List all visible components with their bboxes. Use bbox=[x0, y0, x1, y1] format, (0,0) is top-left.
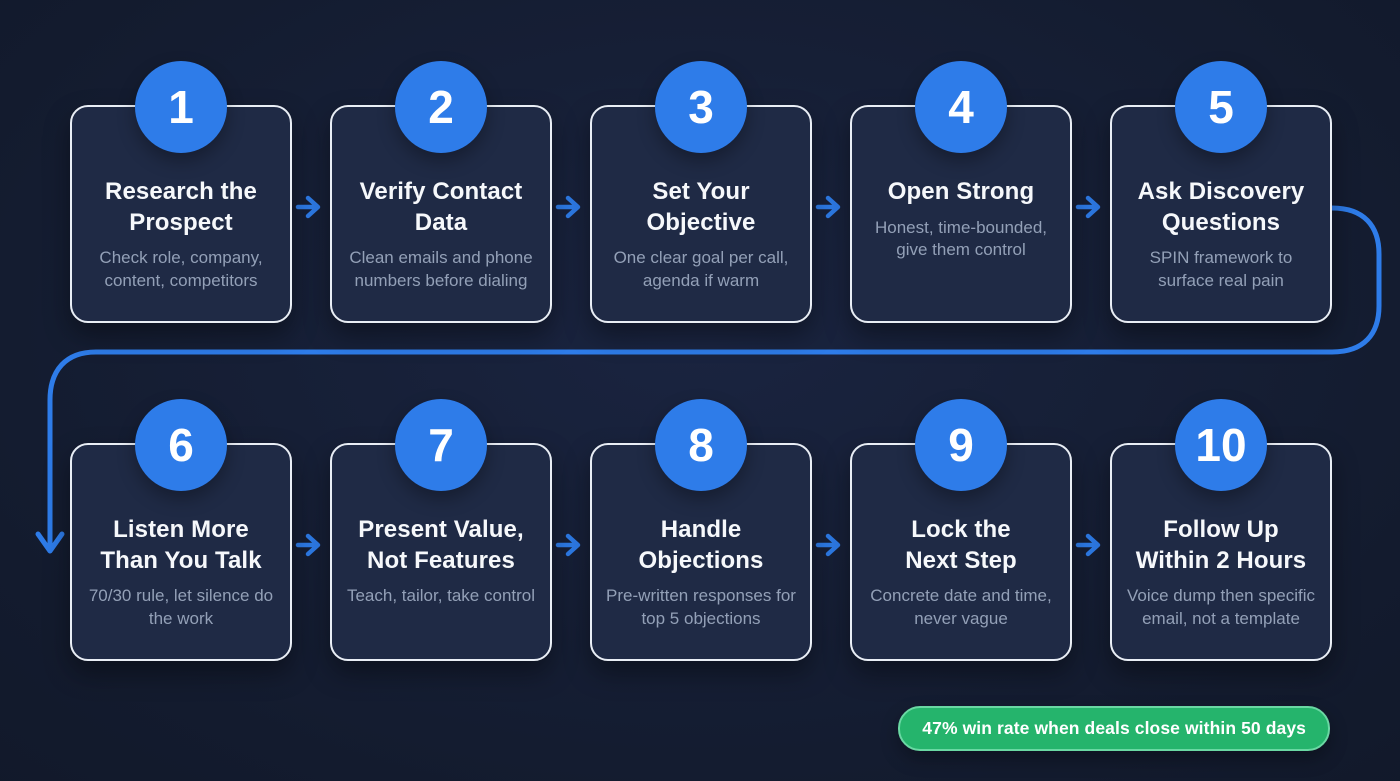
step-description: Pre-written responses for top 5 objectio… bbox=[606, 586, 796, 628]
next-arrow-icon bbox=[552, 532, 590, 558]
next-arrow-icon bbox=[1072, 194, 1110, 220]
step-description: Clean emails and phone numbers before di… bbox=[349, 248, 533, 290]
step-title: Lock the Next Step bbox=[905, 516, 1017, 574]
step-card-2: 2 Verify Contact Data Clean emails and p… bbox=[330, 61, 552, 323]
step-number-badge: 9 bbox=[915, 399, 1007, 491]
step-number: 1 bbox=[168, 81, 194, 133]
step-number-badge: 7 bbox=[395, 399, 487, 491]
step-number: 6 bbox=[168, 419, 194, 471]
step-number-badge: 4 bbox=[915, 61, 1007, 153]
step-card-10: 10 Follow Up Within 2 Hours Voice dump t… bbox=[1110, 399, 1332, 661]
process-row-1: 1 Research the Prospect Check role, comp… bbox=[70, 61, 1332, 323]
win-rate-badge: 47% win rate when deals close within 50 … bbox=[898, 706, 1330, 751]
step-description: One clear goal per call, agenda if warm bbox=[613, 248, 789, 290]
step-description: SPIN framework to surface real pain bbox=[1149, 248, 1293, 290]
next-arrow-icon bbox=[812, 532, 850, 558]
step-description: Teach, tailor, take control bbox=[346, 586, 536, 606]
step-title: Ask Discovery Questions bbox=[1137, 178, 1305, 236]
step-title: Verify Contact Data bbox=[359, 178, 523, 236]
step-title: Set Your Objective bbox=[646, 178, 756, 236]
step-number-badge: 2 bbox=[395, 61, 487, 153]
step-number: 5 bbox=[1208, 81, 1234, 133]
step-card-6: 6 Listen More Than You Talk 70/30 rule, … bbox=[70, 399, 292, 661]
step-number-badge: 8 bbox=[655, 399, 747, 491]
process-row-2: 6 Listen More Than You Talk 70/30 rule, … bbox=[70, 399, 1332, 661]
step-number: 2 bbox=[428, 81, 454, 133]
next-arrow-icon bbox=[812, 194, 850, 220]
step-number-badge: 6 bbox=[135, 399, 227, 491]
step-description: Honest, time-bounded, give them control bbox=[875, 217, 1047, 260]
step-card-3: 3 Set Your Objective One clear goal per … bbox=[590, 61, 812, 323]
step-card-5: 5 Ask Discovery Questions SPIN framework… bbox=[1110, 61, 1332, 323]
step-card-9: 9 Lock the Next Step Concrete date and t… bbox=[850, 399, 1072, 661]
step-title: Open Strong bbox=[887, 178, 1035, 205]
next-arrow-icon bbox=[292, 532, 330, 558]
step-number-badge: 3 bbox=[655, 61, 747, 153]
next-arrow-icon bbox=[292, 194, 330, 220]
step-number: 10 bbox=[1195, 419, 1247, 471]
step-card-8: 8 Handle Objections Pre-written response… bbox=[590, 399, 812, 661]
step-description: Check role, company, content, competitor… bbox=[99, 248, 263, 290]
step-title: Listen More Than You Talk bbox=[100, 516, 262, 574]
next-arrow-icon bbox=[1072, 532, 1110, 558]
step-number-badge: 10 bbox=[1175, 399, 1267, 491]
step-card-7: 7 Present Value, Not Features Teach, tai… bbox=[330, 399, 552, 661]
step-number: 3 bbox=[688, 81, 714, 133]
step-description: Voice dump then specific email, not a te… bbox=[1126, 586, 1316, 628]
step-card-4: 4 Open Strong Honest, time-bounded, give… bbox=[850, 61, 1072, 323]
step-title: Research the Prospect bbox=[105, 178, 257, 236]
step-number-badge: 1 bbox=[135, 61, 227, 153]
step-description: Concrete date and time, never vague bbox=[870, 586, 1052, 628]
step-title: Follow Up Within 2 Hours bbox=[1135, 516, 1307, 574]
step-card-1: 1 Research the Prospect Check role, comp… bbox=[70, 61, 292, 323]
next-arrow-icon bbox=[552, 194, 590, 220]
step-title: Present Value, Not Features bbox=[358, 516, 524, 574]
step-number: 4 bbox=[948, 81, 974, 133]
step-number: 8 bbox=[688, 419, 714, 471]
step-number: 7 bbox=[428, 419, 454, 471]
step-description: 70/30 rule, let silence do the work bbox=[88, 586, 274, 628]
step-title: Handle Objections bbox=[638, 516, 764, 574]
step-number: 9 bbox=[948, 419, 974, 471]
step-number-badge: 5 bbox=[1175, 61, 1267, 153]
